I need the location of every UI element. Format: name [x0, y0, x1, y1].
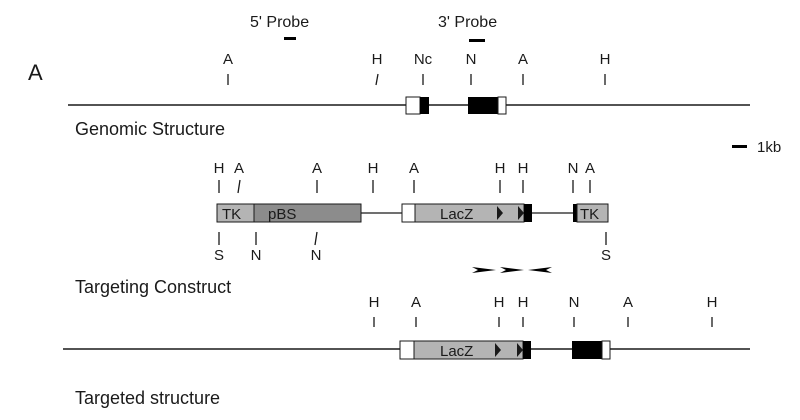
targeted-utr-box [399, 340, 415, 360]
restriction-site-label: A [623, 294, 633, 311]
genomic-structure: A H Nc N A H Genomic Structure [68, 51, 750, 139]
loxp-site-2 [518, 206, 524, 220]
targeted-loxp-site-1 [495, 343, 501, 357]
restriction-site-label: H [214, 160, 225, 177]
construct-exon-end [524, 204, 532, 222]
genomic-exon1-utr [405, 96, 421, 115]
targeted-exon2-coding [572, 341, 602, 359]
restriction-site-label: S [601, 247, 611, 264]
scale-bar-label: 1kb [757, 139, 781, 156]
restriction-site-tick [314, 231, 318, 246]
restriction-site-tick [375, 73, 379, 86]
pbs-label: pBS [268, 206, 296, 223]
tk-left-label: TK [222, 206, 241, 223]
lacz-construct-label: LacZ [440, 206, 473, 223]
restriction-site-label: N [569, 294, 580, 311]
restriction-site-label: Nc [414, 51, 433, 68]
restriction-site-label: H [495, 160, 506, 177]
panel-label: A [28, 60, 43, 85]
probe-bar-5prime [284, 37, 296, 40]
restriction-site-label: H [494, 294, 505, 311]
restriction-site-label: A [223, 51, 233, 68]
tk-right-label: TK [580, 206, 599, 223]
restriction-site-label: H [518, 294, 529, 311]
genomic-exon2-coding [468, 97, 498, 114]
scale-bar [732, 145, 747, 148]
primer-forward-1 [472, 267, 496, 273]
primer-reverse [528, 267, 552, 273]
restriction-site-label: A [409, 160, 419, 177]
restriction-site-label: N [251, 247, 262, 264]
tk-right-exon [573, 204, 577, 222]
section-label-targeted: Targeted structure [75, 388, 220, 408]
restriction-site-label: A [585, 160, 595, 177]
loxp-site-1 [497, 206, 503, 220]
restriction-site-label: A [518, 51, 528, 68]
probe-label-5prime: 5' Probe [250, 14, 309, 31]
lacz-targeted-label: LacZ [440, 343, 473, 360]
primer-forward-2 [500, 267, 524, 273]
restriction-site-label: H [368, 160, 379, 177]
restriction-site-label: N [311, 247, 322, 264]
genomic-exon2-utr [497, 96, 507, 115]
targeted-exon-end [523, 341, 531, 359]
restriction-site-label: N [466, 51, 477, 68]
restriction-site-label: A [234, 160, 244, 177]
section-label-construct: Targeting Construct [75, 277, 231, 297]
probe-label-3prime: 3' Probe [438, 14, 497, 31]
genomic-exon1-coding [420, 97, 429, 114]
pbs-backbone-box [253, 203, 362, 223]
restriction-site-label: A [312, 160, 322, 177]
tk-cassette-right [576, 203, 609, 223]
restriction-site-label: A [411, 294, 421, 311]
restriction-site-tick [237, 179, 241, 194]
targeted-exon2-utr [601, 340, 611, 360]
targeted-loxp-site-2 [517, 343, 523, 357]
restriction-site-label: S [214, 247, 224, 264]
restriction-site-label: H [518, 160, 529, 177]
restriction-site-label: H [600, 51, 611, 68]
construct-utr-box [401, 203, 416, 223]
section-label-genomic: Genomic Structure [75, 119, 225, 139]
probe-bar-3prime [469, 39, 485, 42]
restriction-site-label: H [369, 294, 380, 311]
restriction-site-label: H [707, 294, 718, 311]
restriction-site-label: N [568, 160, 579, 177]
restriction-site-label: H [372, 51, 383, 68]
